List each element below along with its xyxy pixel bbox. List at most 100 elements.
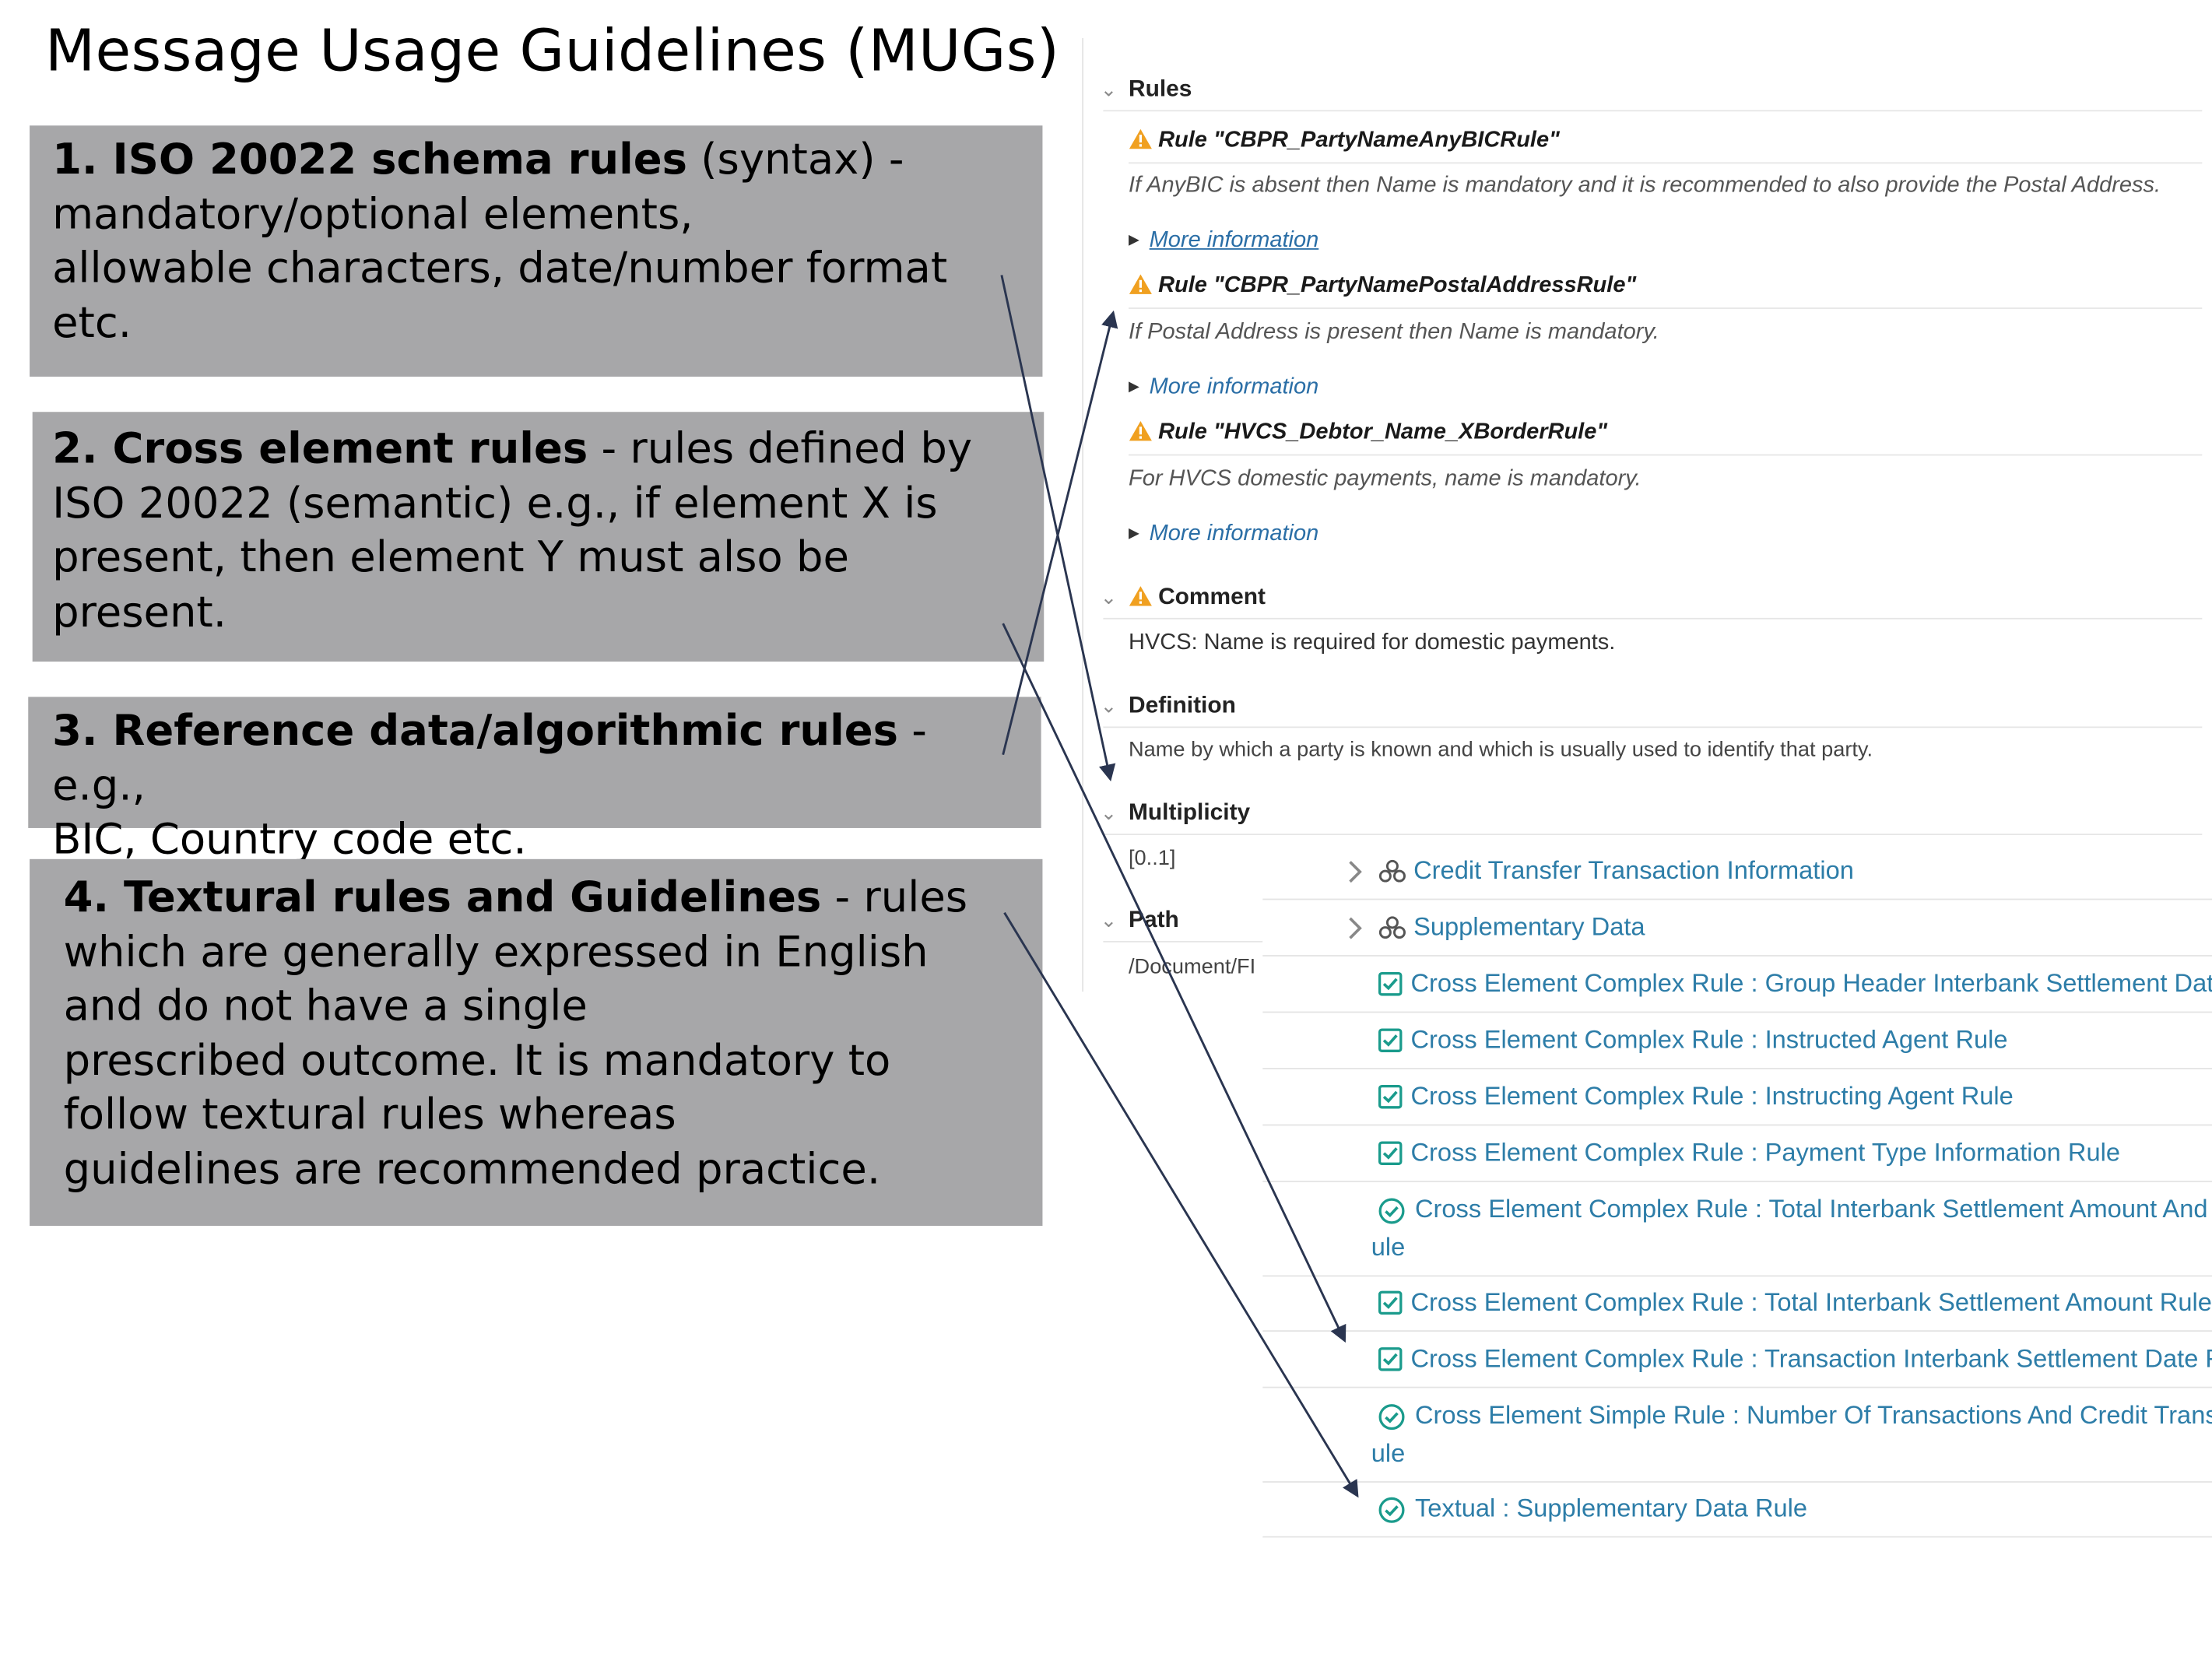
- chevron-down-icon: ⌄: [1100, 585, 1118, 609]
- path-section-toggle[interactable]: ⌄Path: [1100, 907, 1179, 933]
- tree-node-label-cont: ule: [1371, 1233, 1406, 1262]
- box-text: prescribed outcome. It is mandatory to: [63, 1036, 891, 1087]
- definition-section-toggle[interactable]: ⌄Definition: [1100, 692, 1236, 718]
- tree-node-label[interactable]: Cross Element Complex Rule : Total Inter…: [1414, 1195, 2208, 1223]
- checkbox-icon: [1378, 1084, 1403, 1109]
- box-text: guidelines are recommended practice.: [63, 1145, 881, 1195]
- definition-text: Name by which a party is known and which…: [1129, 737, 1873, 762]
- tree-row[interactable]: Cross Element Complex Rule : Instructed …: [1262, 1013, 2212, 1069]
- page-title: Message Usage Guidelines (MUGs): [45, 16, 1060, 85]
- divider: [1103, 617, 2203, 620]
- box-text: allowable characters, date/number format: [52, 244, 948, 294]
- tree-node-label-cont: ule: [1371, 1438, 1406, 1467]
- cross-element-rules-box: 2. Cross element rules - rules defined b…: [32, 412, 1045, 662]
- checkbox-icon: [1378, 1290, 1403, 1315]
- more-information-link[interactable]: ▶More information: [1129, 521, 1319, 546]
- divider: [1129, 307, 2203, 309]
- message-tree: Credit Transfer Transaction Information …: [1262, 843, 2212, 1538]
- multiplicity-value: [0..1]: [1129, 846, 1176, 871]
- divider: [1103, 110, 2203, 112]
- check-circle-icon: [1378, 1404, 1405, 1431]
- checkbox-icon: [1378, 1141, 1403, 1165]
- caret-right-icon: ▶: [1129, 233, 1139, 248]
- rule-title: Rule "HVCS_Debtor_Name_XBorderRule": [1129, 420, 1607, 446]
- box-text: etc.: [52, 298, 132, 349]
- chevron-down-icon: ⌄: [1100, 908, 1118, 932]
- tree-row[interactable]: Textual : Supplementary Data Rule: [1262, 1481, 2212, 1538]
- chevron-right-icon[interactable]: [1347, 859, 1364, 885]
- box-text: present.: [52, 588, 227, 637]
- tree-row[interactable]: Cross Element Complex Rule : Payment Typ…: [1262, 1125, 2212, 1182]
- box-heading: 3. Reference data/algorithmic rules: [52, 707, 899, 757]
- more-information-link[interactable]: ▶More information: [1129, 228, 1319, 253]
- box-heading: 4. Textural rules and Guidelines: [63, 872, 822, 923]
- box-text: follow textural rules whereas: [63, 1090, 676, 1141]
- comment-text: HVCS: Name is required for domestic paym…: [1129, 630, 1616, 655]
- caret-right-icon: ▶: [1129, 379, 1139, 395]
- warning-icon: [1129, 274, 1152, 294]
- divider: [1129, 454, 2203, 456]
- tree-row[interactable]: Cross Element Simple Rule : Number Of Tr…: [1262, 1388, 2212, 1483]
- tree-node-label[interactable]: Supplementary Data: [1413, 912, 1645, 941]
- chevron-down-icon: ⌄: [1100, 77, 1118, 100]
- warning-icon: [1129, 421, 1152, 441]
- box-text: - e.g.,: [52, 707, 927, 811]
- chevron-down-icon: ⌄: [1100, 693, 1118, 717]
- tree-node-label[interactable]: Cross Element Complex Rule : Transaction…: [1410, 1344, 2212, 1373]
- rule-description: If AnyBIC is absent then Name is mandato…: [1129, 173, 2161, 198]
- box-text: which are generally expressed in English: [63, 927, 929, 978]
- chevron-right-icon[interactable]: [1347, 915, 1364, 941]
- component-icon: [1378, 916, 1406, 939]
- box-text: mandatory/optional elements,: [52, 189, 693, 240]
- chevron-down-icon: ⌄: [1100, 801, 1118, 824]
- tree-node-label[interactable]: Cross Element Complex Rule : Payment Typ…: [1410, 1138, 2120, 1167]
- box-text: present, then element Y must also be: [52, 533, 849, 583]
- tree-row[interactable]: Cross Element Complex Rule : Total Inter…: [1262, 1182, 2212, 1277]
- rule-description: If Postal Address is present then Name i…: [1129, 320, 1659, 345]
- element-detail-panel: ⌄Rules Rule "CBPR_PartyNameAnyBICRule" I…: [1082, 37, 2212, 992]
- tree-node-label[interactable]: Cross Element Complex Rule : Instructed …: [1410, 1025, 2008, 1054]
- tree-node-label[interactable]: Cross Element Complex Rule : Total Inter…: [1410, 1287, 2212, 1317]
- box-text: - rules: [821, 872, 968, 923]
- box-text: - rules defined by: [588, 424, 973, 474]
- rule-description: For HVCS domestic payments, name is mand…: [1129, 466, 1641, 491]
- component-icon: [1378, 859, 1406, 883]
- tree-row[interactable]: Cross Element Complex Rule : Total Inter…: [1262, 1276, 2212, 1332]
- check-circle-icon: [1378, 1198, 1405, 1224]
- reference-data-rules-box: 3. Reference data/algorithmic rules - e.…: [28, 697, 1041, 865]
- checkbox-icon: [1378, 1028, 1403, 1052]
- tree-row[interactable]: Credit Transfer Transaction Information: [1262, 844, 2212, 900]
- divider: [1103, 726, 2203, 728]
- tree-node-label[interactable]: Cross Element Complex Rule : Instructing…: [1410, 1082, 2014, 1111]
- more-information-link[interactable]: ▶More information: [1129, 375, 1319, 399]
- checkbox-icon: [1378, 1347, 1403, 1371]
- tree-node-label[interactable]: Credit Transfer Transaction Information: [1413, 856, 1854, 885]
- rule-title: Rule "CBPR_PartyNameAnyBICRule": [1129, 128, 1560, 154]
- caret-right-icon: ▶: [1129, 526, 1139, 542]
- box-text: (syntax) -: [687, 135, 904, 185]
- divider: [1129, 162, 2203, 164]
- multiplicity-section-toggle[interactable]: ⌄Multiplicity: [1100, 799, 1251, 826]
- tree-row[interactable]: Cross Element Complex Rule : Transaction…: [1262, 1332, 2212, 1388]
- warning-icon: [1129, 586, 1152, 606]
- warning-icon: [1129, 128, 1152, 149]
- box-text: ISO 20022 (semantic) e.g., if element X …: [52, 479, 938, 528]
- tree-row[interactable]: Supplementary Data: [1262, 900, 2212, 957]
- schema-rules-box: 1. ISO 20022 schema rules (syntax) - man…: [30, 125, 1043, 377]
- rules-section-toggle[interactable]: ⌄Rules: [1100, 75, 1192, 102]
- textural-rules-box: 4. Textural rules and Guidelines - rules…: [30, 858, 1043, 1227]
- box-text: and do not have a single: [63, 981, 588, 1032]
- tree-node-label[interactable]: Cross Element Complex Rule : Group Heade…: [1410, 969, 2212, 998]
- path-value: /Document/FI: [1129, 955, 1256, 979]
- tree-node-label[interactable]: Cross Element Simple Rule : Number Of Tr…: [1414, 1400, 2212, 1430]
- comment-section-toggle[interactable]: ⌄Comment: [1100, 584, 1266, 609]
- checkbox-icon: [1378, 971, 1403, 996]
- rule-title: Rule "CBPR_PartyNamePostalAddressRule": [1129, 274, 1636, 300]
- tree-node-label[interactable]: Textual : Supplementary Data Rule: [1414, 1494, 1808, 1522]
- check-circle-icon: [1378, 1497, 1405, 1523]
- tree-row[interactable]: Cross Element Complex Rule : Group Heade…: [1262, 957, 2212, 1013]
- divider: [1103, 834, 2203, 835]
- box-text: BIC, Country code etc.: [52, 815, 527, 865]
- box-heading: 1. ISO 20022 schema rules: [52, 135, 688, 185]
- tree-row[interactable]: Cross Element Complex Rule : Instructing…: [1262, 1069, 2212, 1126]
